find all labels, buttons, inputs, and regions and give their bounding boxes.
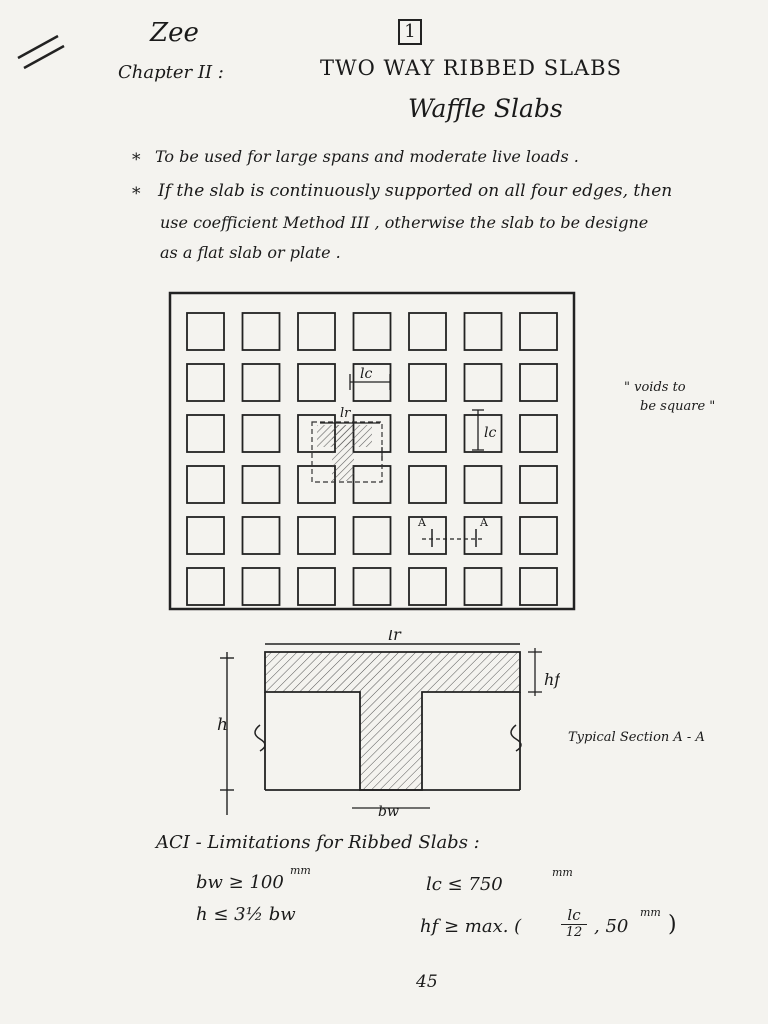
void-square: [463, 312, 503, 351]
lc-label-plan: lc: [360, 366, 372, 382]
limitations-heading: ACI - Limitations for Ribbed Slabs :: [156, 832, 480, 853]
void-square: [352, 516, 392, 555]
void-square: [463, 465, 503, 504]
void-square: [519, 414, 558, 453]
void-square: [463, 414, 503, 453]
void-square: [519, 363, 558, 402]
void-square: [352, 312, 392, 351]
rib-module-highlight: [311, 421, 383, 483]
bullet-star-1: *: [132, 150, 141, 170]
void-square: [297, 312, 336, 351]
void-square: [297, 567, 336, 606]
void-square: [186, 465, 225, 504]
void-square: [186, 414, 225, 453]
void-square: [297, 516, 336, 555]
lc-dimension-vertical: lc: [472, 409, 496, 451]
section-mark-right: A: [479, 516, 489, 529]
void-square: [463, 567, 503, 606]
lr-label-section: lr: [388, 630, 402, 644]
hf-rule-suffix: , 50: [594, 916, 629, 937]
void-square: [408, 516, 447, 555]
page-subtitle: Waffle Slabs: [408, 94, 563, 123]
t-section-shape: [264, 651, 521, 791]
voids-note-line-2: be square ": [640, 399, 716, 414]
void-square: [241, 363, 281, 402]
hf-rule-close: ): [668, 912, 677, 937]
void-square: [408, 414, 447, 453]
note-bullet-2-line-2: use coefficient Method III , otherwise t…: [160, 213, 649, 232]
void-square: [519, 567, 558, 606]
void-square: [241, 312, 281, 351]
hf-rule-prefix: hf ≥ max. (: [420, 916, 522, 937]
page-box-number: 1: [398, 19, 422, 45]
typical-section: lr h hf bw: [217, 630, 560, 820]
void-square: [297, 465, 336, 504]
void-square: [519, 516, 558, 555]
voids-note-line-1: " voids to: [624, 380, 686, 395]
void-square: [408, 312, 447, 351]
void-square: [241, 465, 281, 504]
section-caption: Typical Section A - A: [568, 730, 705, 745]
slab-outline: [168, 291, 576, 611]
bullet-star-2: *: [132, 184, 141, 204]
void-square: [186, 363, 225, 402]
void-square: [297, 363, 336, 402]
lc-rule-unit: mm: [552, 866, 573, 879]
void-square: [241, 414, 281, 453]
void-square: [352, 465, 392, 504]
bw-rule: bw ≥ 100: [196, 872, 284, 893]
void-square: [408, 465, 447, 504]
page-title: TWO WAY RIBBED SLABS: [320, 56, 623, 80]
void-square: [241, 567, 281, 606]
void-grid: [186, 312, 558, 606]
note-bullet-2-line-1: If the slab is continuously supported on…: [158, 181, 673, 201]
void-square: [408, 363, 447, 402]
lr-dimension: lr: [320, 406, 383, 460]
note-bullet-1: To be used for large spans and moderate …: [155, 147, 579, 166]
lc-rule: lc ≤ 750: [426, 874, 503, 895]
section-mark-left: A: [417, 516, 427, 529]
lr-label-plan: lr: [340, 406, 351, 421]
hf-rule-unit: mm: [640, 906, 661, 919]
note-bullet-2-line-3: as a flat slab or plate .: [160, 243, 341, 262]
void-square: [241, 516, 281, 555]
void-square: [463, 516, 503, 555]
void-square: [408, 567, 447, 606]
chapter-label: Chapter II :: [118, 62, 224, 83]
waffle-slab-plan: lc lr lc A A: [168, 291, 576, 611]
bw-rule-unit: mm: [290, 864, 311, 877]
hf-rule-fraction: lc 12: [561, 906, 587, 941]
void-square: [186, 567, 225, 606]
lc-label-vertical: lc: [484, 425, 496, 441]
void-square: [519, 465, 558, 504]
section-a-a-marker: A A: [417, 516, 489, 547]
void-square: [186, 516, 225, 555]
bw-label-section: bw: [378, 804, 399, 820]
page-number: 45: [416, 972, 438, 992]
hf-label-section: hf: [544, 670, 560, 689]
hf-fraction-denominator: 12: [565, 925, 583, 940]
void-square: [186, 312, 225, 351]
margin-marks: [17, 34, 65, 70]
void-square: [463, 363, 503, 402]
author-mark: Zee: [150, 18, 199, 48]
void-square: [352, 567, 392, 606]
h-label-section: h: [217, 715, 228, 735]
void-square: [519, 312, 558, 351]
lc-dimension: lc: [349, 366, 391, 390]
hf-fraction-numerator: lc: [561, 906, 587, 925]
h-rule: h ≤ 3½ bw: [196, 904, 296, 925]
